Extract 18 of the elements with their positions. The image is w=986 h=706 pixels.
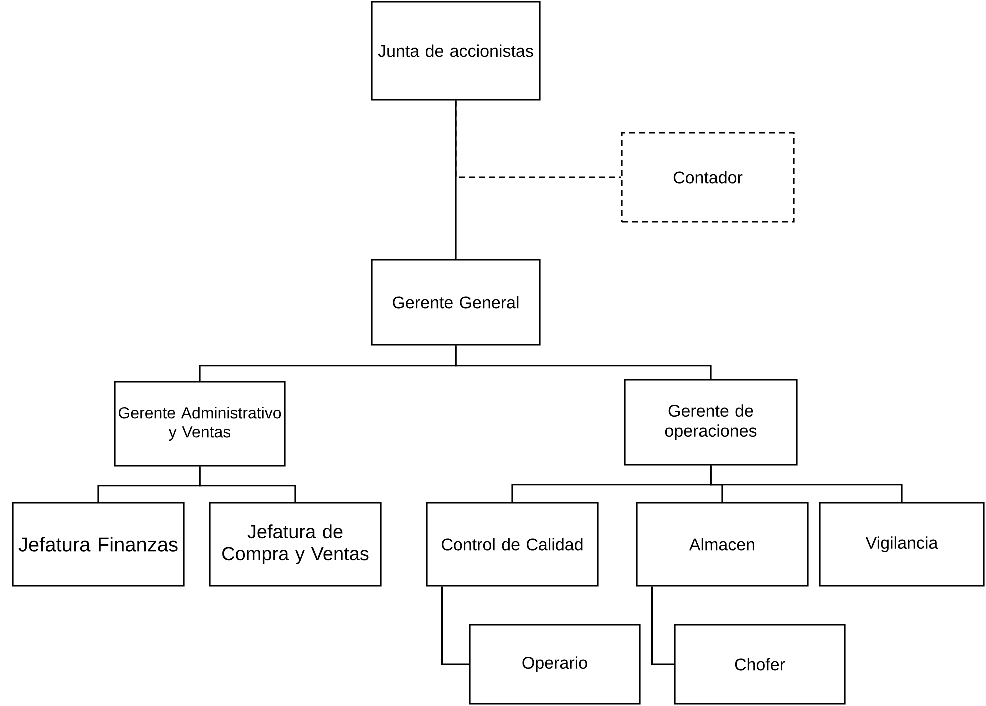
org-box: Vigilancia [819,502,985,587]
org-box: Gerente Administrativo y Ventas [114,381,286,467]
org-box: Almacen [636,502,809,587]
org-box: Control de Calidad [426,502,599,587]
org-box: Contador [621,132,795,223]
org-box: Chofer [674,624,846,705]
connector [455,346,712,380]
org-box: Gerente de operaciones [624,379,798,466]
connector [710,466,903,502]
connector [651,586,674,666]
connector [199,466,296,502]
connector [455,100,622,178]
org-box: Jefatura de Compra y Ventas [209,502,382,587]
org-box: Operario [469,624,641,705]
org-box: Jefatura Finanzas [12,502,185,587]
org-box: Junta de accionistas [371,1,541,101]
org-box: Gerente General [371,259,541,346]
connector [441,586,470,666]
